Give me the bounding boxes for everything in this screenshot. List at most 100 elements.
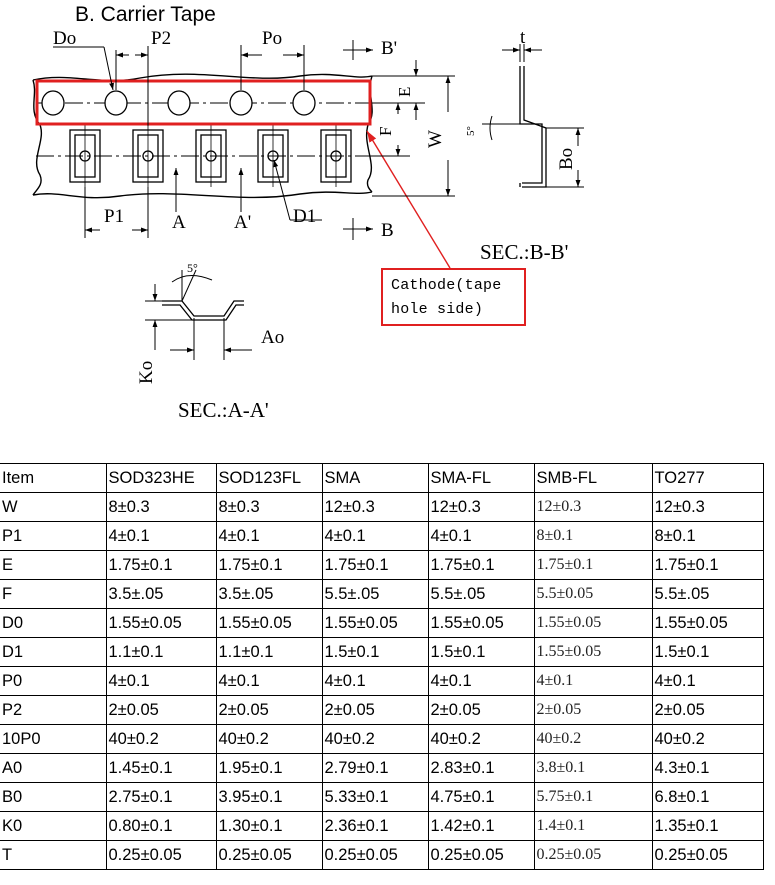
table-cell: 12±0.3 [651, 492, 764, 522]
table-cell: 40±0.2 [215, 724, 323, 754]
table-cell: 1.5±0.1 [321, 637, 429, 667]
table-cell: 1.5±0.1 [427, 637, 535, 667]
label-e: E [395, 87, 414, 97]
table-cell: 6.8±0.1 [651, 782, 764, 812]
table-cell: 40±0.2 [321, 724, 429, 754]
table-cell: 4±0.1 [651, 666, 764, 696]
label-ao: Ao [261, 327, 284, 348]
table-cell: 8±0.1 [533, 521, 653, 551]
header-cell: SMA [321, 463, 429, 493]
header-cell: Item [0, 463, 107, 493]
table-cell: 1.55±0.05 [321, 608, 429, 638]
row-item-cell: P1 [0, 521, 107, 551]
table-cell: 1.5±0.1 [651, 637, 764, 667]
table-cell: 2.79±0.1 [321, 753, 429, 783]
header-cell: SMA-FL [427, 463, 535, 493]
cathode-pointer-arrow [366, 130, 451, 269]
table-cell: 2.83±0.1 [427, 753, 535, 783]
section-mark-b-prime [343, 40, 373, 60]
table-cell: 1.95±0.1 [215, 753, 323, 783]
dim-5deg-aa [171, 269, 213, 302]
dim-p2 [115, 46, 149, 126]
table-cell: 0.25±0.05 [321, 840, 429, 870]
table-cell: 12±0.3 [427, 492, 535, 522]
section-mark-b [343, 218, 373, 240]
table-cell: 1.1±0.1 [215, 637, 323, 667]
row-item-cell: B0 [0, 782, 107, 812]
header-cell: TO277 [651, 463, 764, 493]
table-cell: 0.25±0.05 [215, 840, 323, 870]
sprocket-holes [41, 90, 316, 116]
pocket [320, 125, 352, 187]
table-cell: 1.55±0.05 [215, 608, 323, 638]
table-cell: 2.75±0.1 [105, 782, 217, 812]
row-item-cell: W [0, 492, 107, 522]
dim-bo [546, 127, 584, 188]
label-f: F [376, 127, 395, 136]
label-sec-bb: SEC.:B-B' [480, 240, 568, 264]
table-cell: 1.75±0.1 [321, 550, 429, 580]
label-a-prime: A' [234, 212, 251, 233]
label-t: t [520, 27, 526, 48]
table-cell: 40±0.2 [427, 724, 535, 754]
table-cell: 4±0.1 [321, 666, 429, 696]
table-cell: 40±0.2 [651, 724, 764, 754]
table-cell: 12±0.3 [533, 492, 653, 522]
dim-ko [145, 284, 192, 350]
label-po: Po [262, 28, 282, 49]
table-cell: 1.75±0.1 [105, 550, 217, 580]
table-cell: 4±0.1 [427, 666, 535, 696]
row-item-cell: D0 [0, 608, 107, 638]
table-cell: 4±0.1 [321, 521, 429, 551]
section-bb-profile [519, 66, 547, 188]
table-cell: 1.75±0.1 [427, 550, 535, 580]
label-w: W [425, 130, 446, 148]
row-item-cell: 10P0 [0, 724, 107, 754]
row-item-cell: P0 [0, 666, 107, 696]
table-cell: 4±0.1 [215, 521, 323, 551]
dim-do [53, 46, 114, 91]
table-cell: 4±0.1 [105, 666, 217, 696]
label-b: B [381, 220, 394, 241]
table-cell: 1.35±0.1 [651, 811, 764, 841]
table-cell: 1.75±0.1 [651, 550, 764, 580]
sprocket-hole [104, 90, 128, 116]
table-cell: 1.55±0.05 [105, 608, 217, 638]
table-cell: 5.5±.05 [321, 579, 429, 609]
callout-line-1: Cathode(tape [391, 277, 502, 294]
table-cell: 8±0.3 [215, 492, 323, 522]
section-mark-a [173, 168, 244, 212]
pocket [195, 125, 227, 187]
table-cell: 1.30±0.1 [215, 811, 323, 841]
table-cell: 5.5±.05 [427, 579, 535, 609]
table-cell: 1.55±0.05 [651, 608, 764, 638]
table-cell: 4±0.1 [215, 666, 323, 696]
table-cell: 2.36±0.1 [321, 811, 429, 841]
table-cell: 1.55±0.05 [533, 637, 653, 667]
table-cell: 4.75±0.1 [427, 782, 535, 812]
table-cell: 4±0.1 [427, 521, 535, 551]
row-item-cell: D1 [0, 637, 107, 667]
pocket [257, 125, 289, 187]
label-p1: P1 [104, 206, 124, 227]
table-cell: 2±0.05 [215, 695, 323, 725]
pockets [69, 125, 352, 187]
table-cell: 2±0.05 [533, 695, 653, 725]
table-cell: 1.45±0.1 [105, 753, 217, 783]
table-cell: 5.75±0.1 [533, 782, 653, 812]
table-cell: 12±0.3 [321, 492, 429, 522]
table-cell: 0.25±0.05 [651, 840, 764, 870]
dim-po [240, 45, 305, 90]
table-cell: 0.80±0.1 [105, 811, 217, 841]
